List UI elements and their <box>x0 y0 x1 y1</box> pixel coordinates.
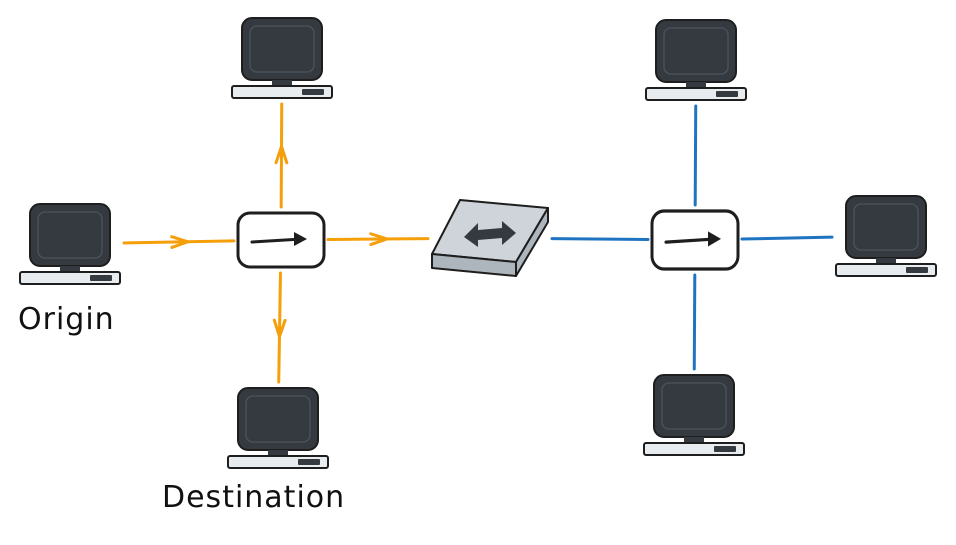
link-hub-left-to-computer-top-left <box>279 102 284 209</box>
link-computer-origin-to-hub-left <box>122 239 236 245</box>
arrow-icon <box>369 232 389 247</box>
hub-left-router-icon <box>236 211 326 269</box>
arrow-icon <box>170 235 190 249</box>
computer-destination-computer-icon <box>227 387 329 469</box>
computer-top-left-computer-icon <box>231 17 333 99</box>
destination-label: Destination <box>162 480 346 515</box>
origin-label: Origin <box>18 302 115 337</box>
computer-origin-computer-icon <box>19 203 121 285</box>
link-hub-left-to-bridge <box>326 237 430 242</box>
bridge-icon <box>431 199 549 277</box>
link-hub-right-to-computer-top-right <box>693 104 698 207</box>
nodes <box>19 17 937 469</box>
arrow-icon <box>274 145 289 165</box>
link-bridge-to-hub-right <box>550 237 650 242</box>
links <box>122 102 834 384</box>
link-hub-right-to-computer-right <box>740 235 834 241</box>
link-hub-left-to-computer-destination <box>277 271 282 384</box>
arrow-icon <box>272 318 287 338</box>
computer-bottom-right-computer-icon <box>643 374 745 456</box>
hub-right-router-icon <box>650 209 740 271</box>
computer-right-computer-icon <box>835 195 937 277</box>
computer-top-right-computer-icon <box>645 19 747 101</box>
link-hub-right-to-computer-bottom-right <box>692 273 697 371</box>
